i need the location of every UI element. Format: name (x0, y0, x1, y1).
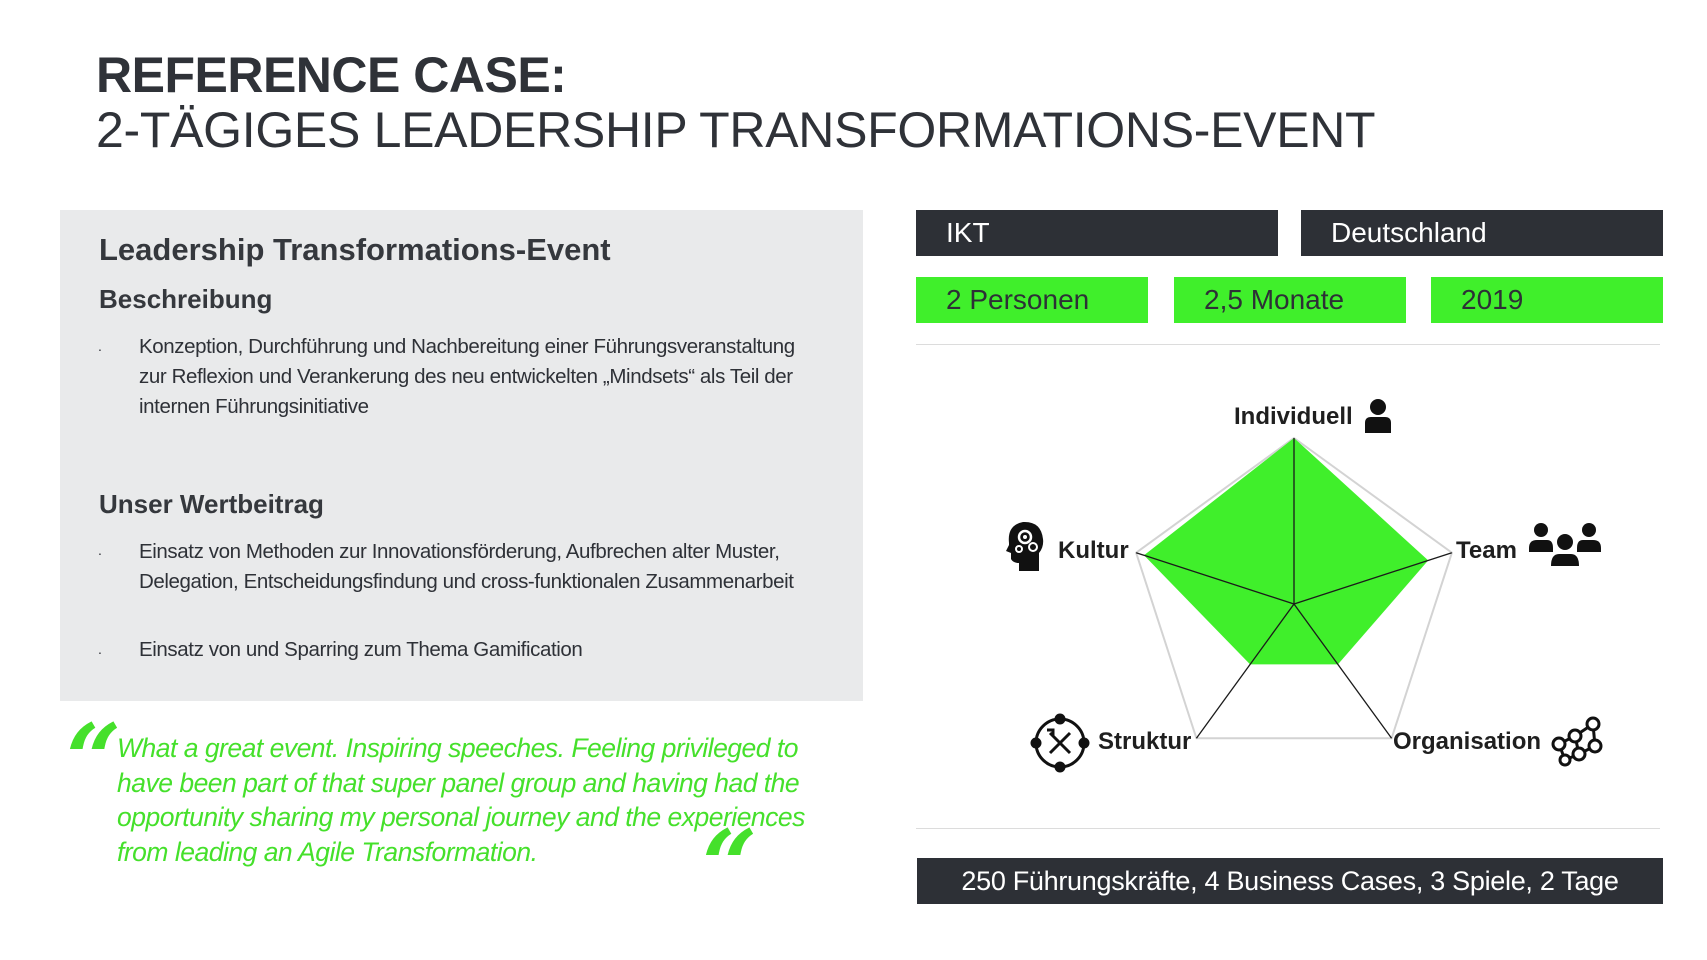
description-panel: Leadership Transformations-Event Beschre… (60, 210, 863, 701)
axis-label-kultur: Kultur (1058, 537, 1129, 564)
page-title-line1: REFERENCE CASE: (96, 47, 567, 103)
radar-series-area (1144, 438, 1429, 665)
people-tag: 2 Personen (916, 277, 1148, 323)
duration-tag: 2,5 Monate (1174, 277, 1406, 323)
axis-label-organisation: Organisation (1393, 728, 1542, 755)
bullet-marker: . (98, 542, 102, 558)
summary-footer: 250 Führungskräfte, 4 Business Cases, 3 … (917, 858, 1663, 904)
radar-grid (1134, 436, 1454, 740)
head-gears-icon (1006, 521, 1044, 571)
year-tag: 2019 (1431, 277, 1663, 323)
panel-title: Leadership Transformations-Event (99, 232, 611, 267)
group-icon (1529, 523, 1601, 566)
axis-label-struktur: Struktur (1098, 728, 1192, 755)
radar-spoke-team (1293, 552, 1453, 605)
value-bullet-2: Einsatz von und Sparring zum Thema Gamif… (139, 638, 583, 661)
country-tag: Deutschland (1301, 210, 1663, 256)
description-heading: Beschreibung (99, 284, 273, 314)
industry-tag: IKT (916, 210, 1278, 256)
network-icon (1551, 716, 1603, 767)
page-title-line2: 2-TÄGIGES LEADERSHIP TRANSFORMATIONS-EVE… (96, 102, 1376, 158)
value-heading: Unser Wertbeitrag (99, 489, 324, 519)
description-bullet-1: Konzeption, Durchführung und Nachbereitu… (139, 335, 795, 418)
radar-spoke-struktur (1195, 603, 1295, 739)
divider-bottom (916, 828, 1660, 829)
value-bullet-1: Einsatz von Methoden zur Innovationsförd… (139, 540, 794, 593)
axis-label-team: Team (1456, 537, 1517, 564)
quote-open-mark: “ (66, 703, 122, 816)
quote-close-mark: “ (702, 809, 758, 922)
radar-spoke-organisation (1293, 603, 1393, 739)
bullet-marker: . (98, 641, 102, 657)
divider-top (916, 344, 1660, 345)
person-icon (1365, 399, 1391, 433)
bullet-marker: . (98, 338, 102, 354)
axis-label-individuell: Individuell (1234, 403, 1353, 430)
process-tools-icon (1030, 713, 1090, 773)
testimonial-quote: What a great event. Inspiring speeches. … (117, 733, 805, 867)
radar-spoke-kultur (1135, 552, 1295, 605)
